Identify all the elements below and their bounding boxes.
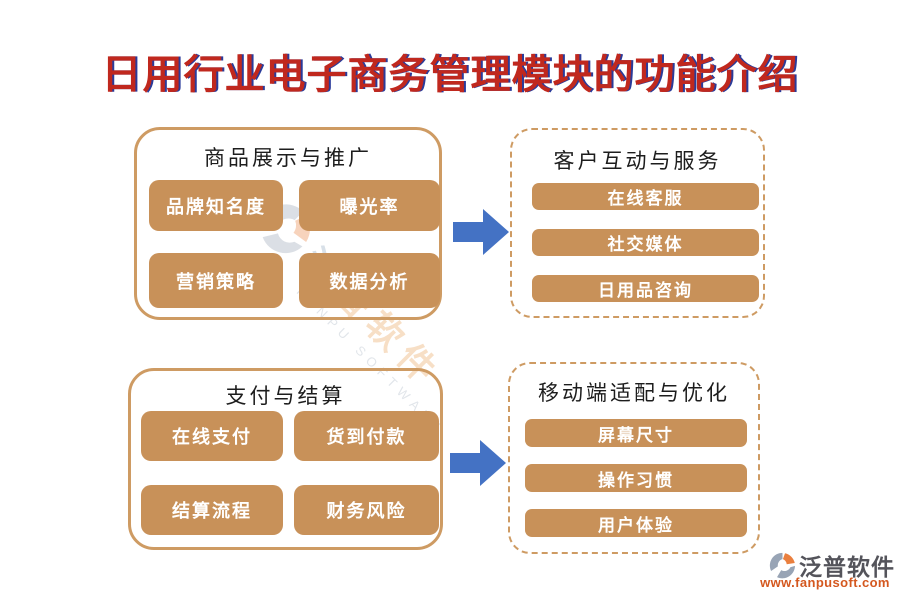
feature-pill: 用户体验 <box>525 509 747 537</box>
section-title: 移动端适配与优化 <box>538 381 730 405</box>
brand-name: 泛普软件 <box>799 554 895 581</box>
section-title: 商品展示与推广 <box>204 146 372 170</box>
section-box-customer-service: 客户互动与服务 在线客服 社交媒体 日用品咨询 <box>510 128 765 318</box>
block-arrow-icon <box>450 440 506 486</box>
section-title: 支付与结算 <box>225 384 346 408</box>
feature-pill: 营销策略 <box>149 253 283 308</box>
brand-logo: 泛普软件 <box>769 548 895 582</box>
feature-pill: 财务风险 <box>294 485 439 535</box>
feature-pill: 屏幕尺寸 <box>525 419 747 447</box>
page-title: 日用行业电子商务管理模块的功能介绍 <box>101 51 799 98</box>
feature-pill: 结算流程 <box>141 485 283 535</box>
feature-pill: 操作习惯 <box>525 464 747 492</box>
brand-url-link[interactable]: www.fanpusoft.com <box>760 575 890 590</box>
feature-pill: 在线客服 <box>532 183 759 210</box>
section-box-product-display: 商品展示与推广 品牌知名度 曝光率 营销策略 数据分析 <box>134 127 442 320</box>
feature-pill: 品牌知名度 <box>149 180 283 231</box>
section-title: 客户互动与服务 <box>553 149 722 173</box>
section-box-payment: 支付与结算 在线支付 货到付款 结算流程 财务风险 <box>128 368 443 550</box>
section-box-mobile: 移动端适配与优化 屏幕尺寸 操作习惯 用户体验 <box>508 362 760 554</box>
block-arrow-icon <box>453 209 509 255</box>
feature-pill: 曝光率 <box>299 180 440 231</box>
feature-pill: 货到付款 <box>294 411 439 461</box>
feature-pill: 数据分析 <box>299 253 440 308</box>
feature-pill: 社交媒体 <box>532 229 759 256</box>
feature-pill: 在线支付 <box>141 411 283 461</box>
feature-pill: 日用品咨询 <box>532 275 759 302</box>
